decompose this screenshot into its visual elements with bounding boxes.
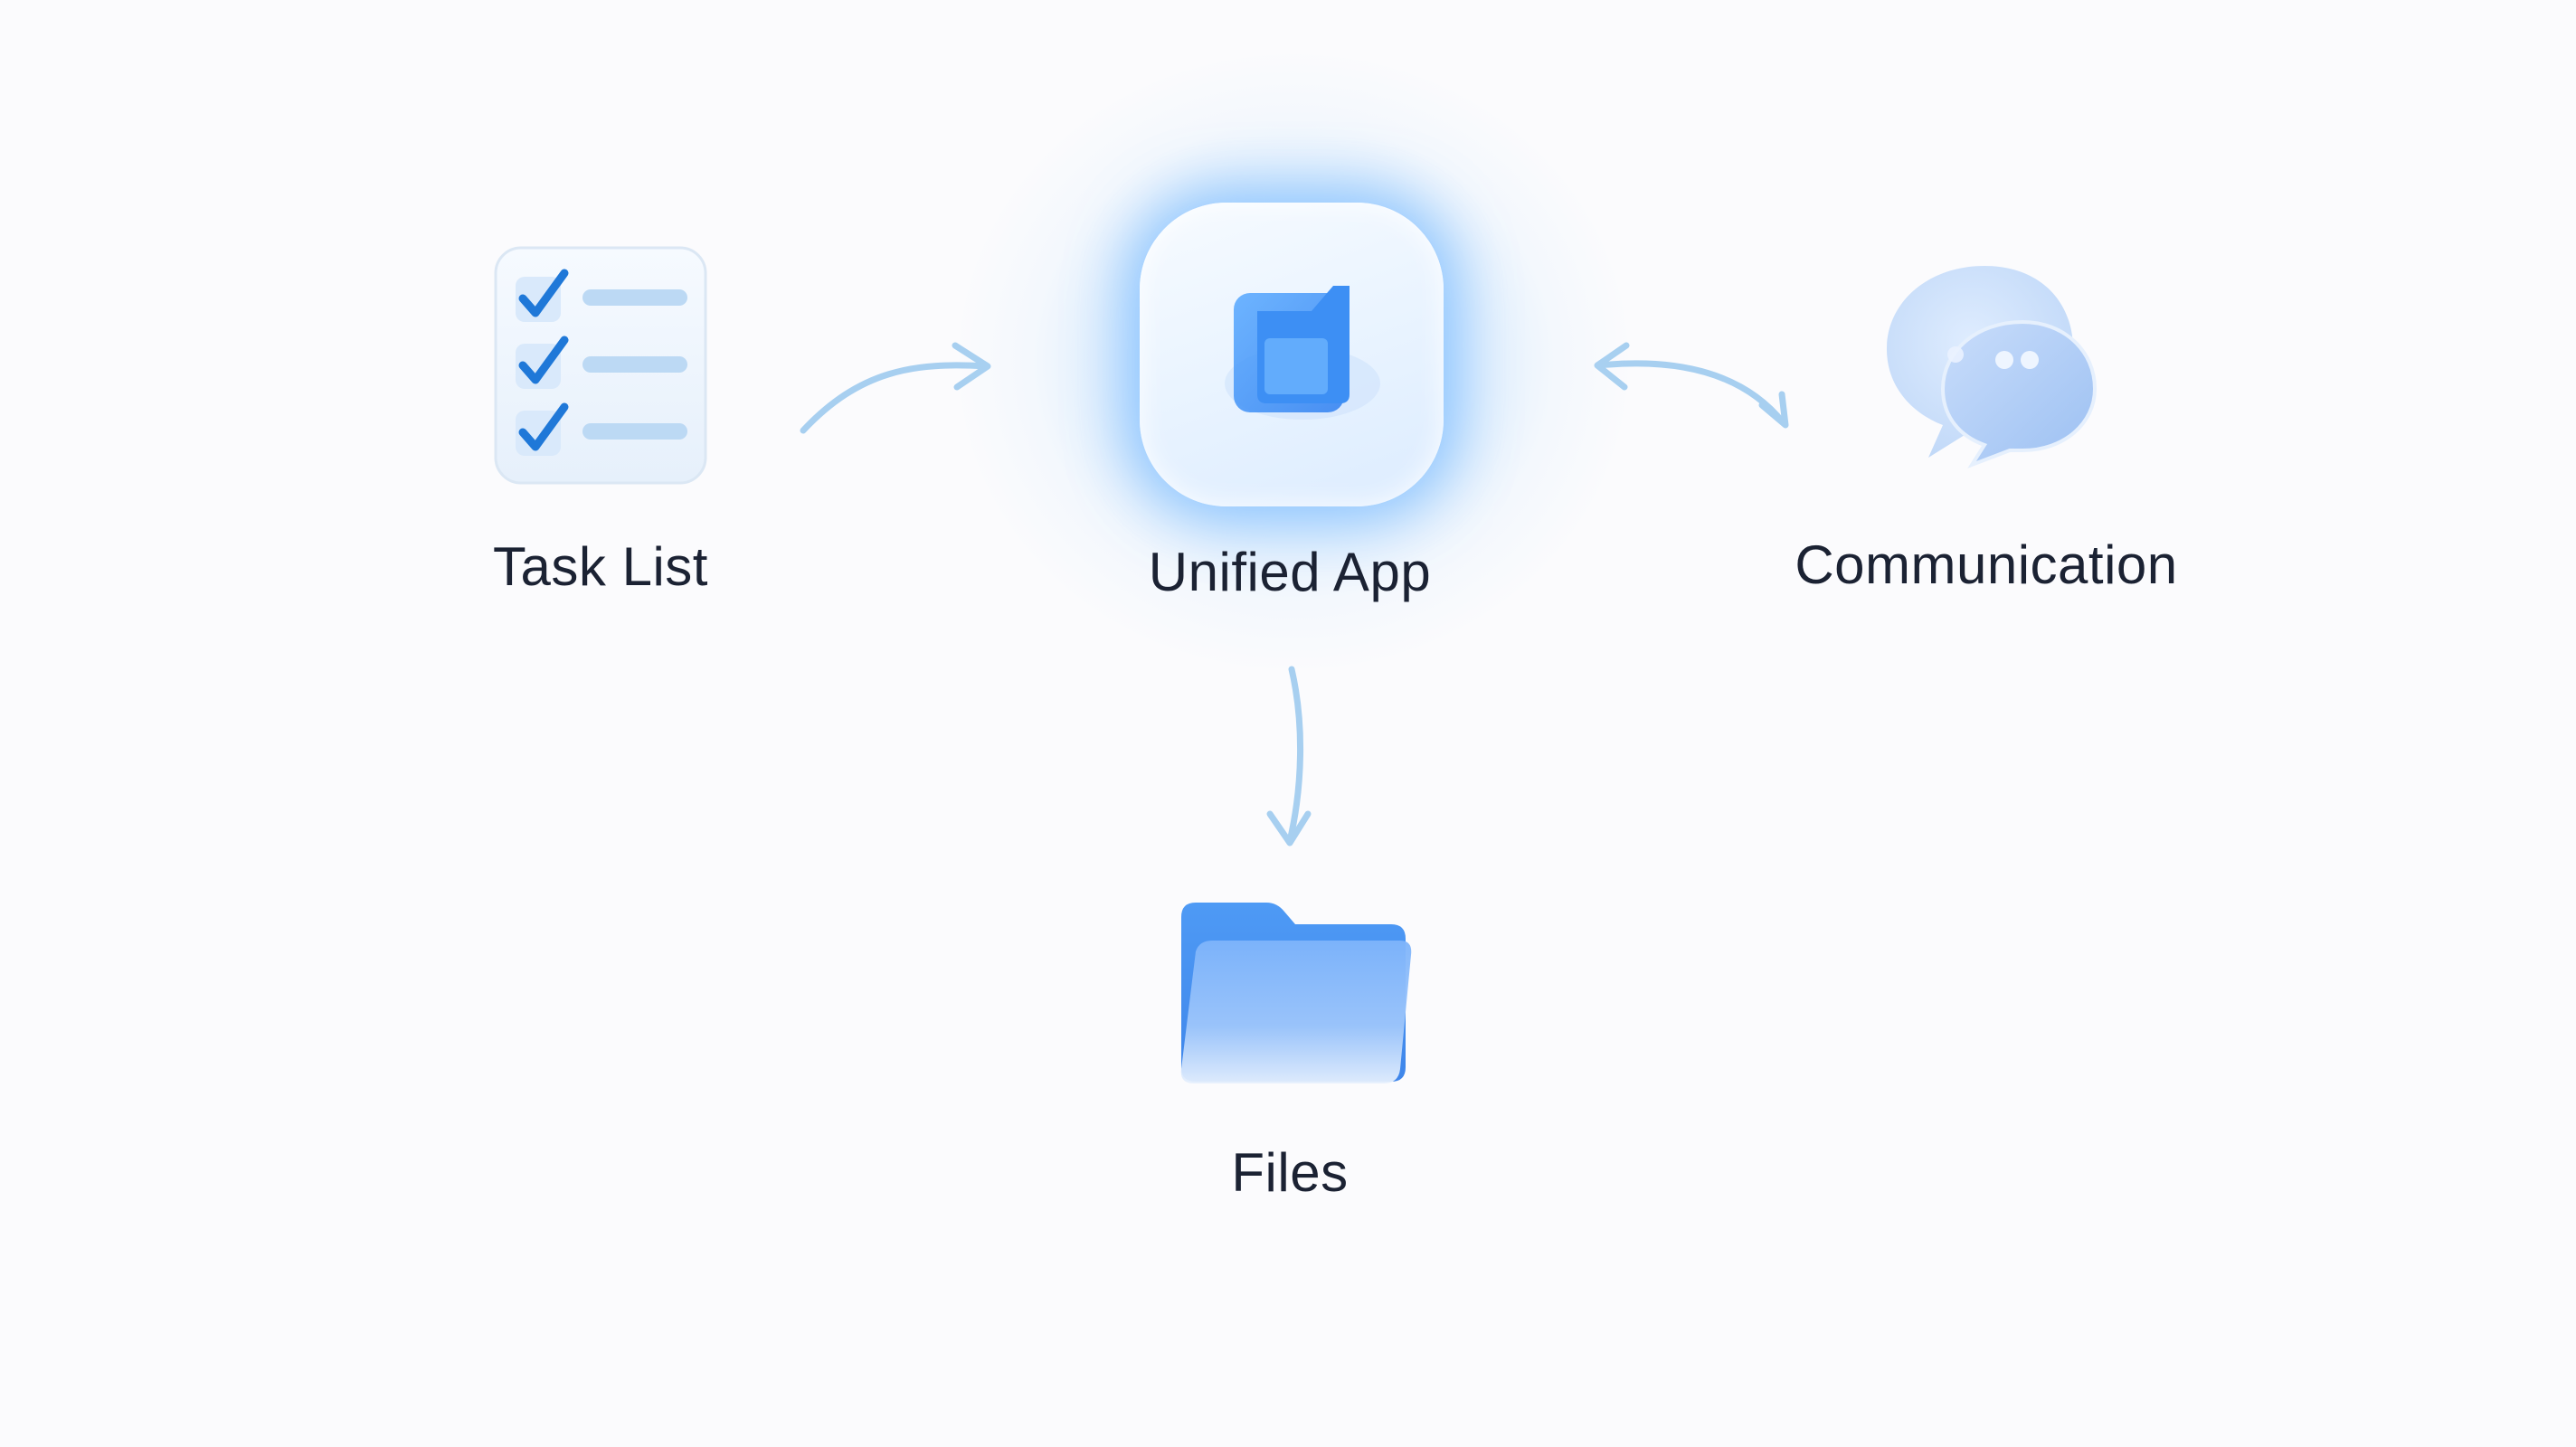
node-files[interactable] bbox=[1172, 895, 1416, 1094]
app-window-icon bbox=[1225, 286, 1380, 420]
node-unified-app[interactable] bbox=[1140, 203, 1444, 506]
label-unified-app: Unified App bbox=[1148, 542, 1432, 602]
label-communication: Communication bbox=[1795, 534, 2178, 595]
node-communication[interactable] bbox=[1878, 259, 2104, 476]
folder-icon bbox=[1180, 903, 1412, 1083]
node-task-list[interactable] bbox=[488, 242, 713, 488]
label-task-list: Task List bbox=[493, 536, 708, 597]
label-files: Files bbox=[1231, 1142, 1349, 1203]
chat-bubbles-icon bbox=[1887, 266, 2098, 469]
arrow-app-to-files bbox=[1266, 666, 1312, 846]
checklist-icon bbox=[494, 246, 707, 485]
